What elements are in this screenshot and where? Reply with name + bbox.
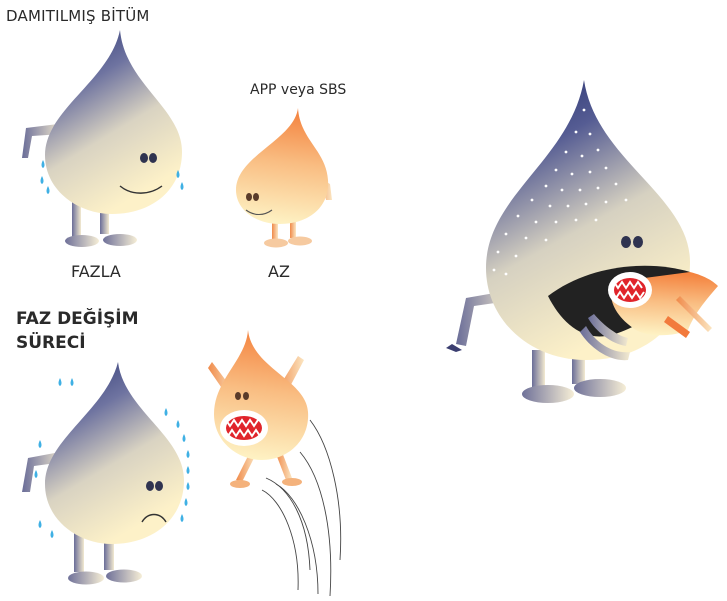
bitumen-drop-much xyxy=(22,30,184,247)
polymer-drop-little xyxy=(236,108,332,248)
distilled-bitumen-label: DAMITILMIŞ BİTÜM xyxy=(6,7,150,25)
polymer-label: APP veya SBS xyxy=(250,82,346,98)
phase-change-line-2: SÜRECİ xyxy=(16,331,139,355)
much-label: FAZLA xyxy=(71,262,121,281)
phase-change-heading: FAZ DEĞİŞİM SÜRECİ xyxy=(16,307,139,355)
polymer-drop-jumping xyxy=(208,330,341,596)
phase-change-line-1: FAZ DEĞİŞİM xyxy=(16,307,139,331)
bitumen-drop-sad xyxy=(22,362,190,585)
little-label: AZ xyxy=(268,262,290,281)
bitumen-drop-big xyxy=(446,80,718,403)
